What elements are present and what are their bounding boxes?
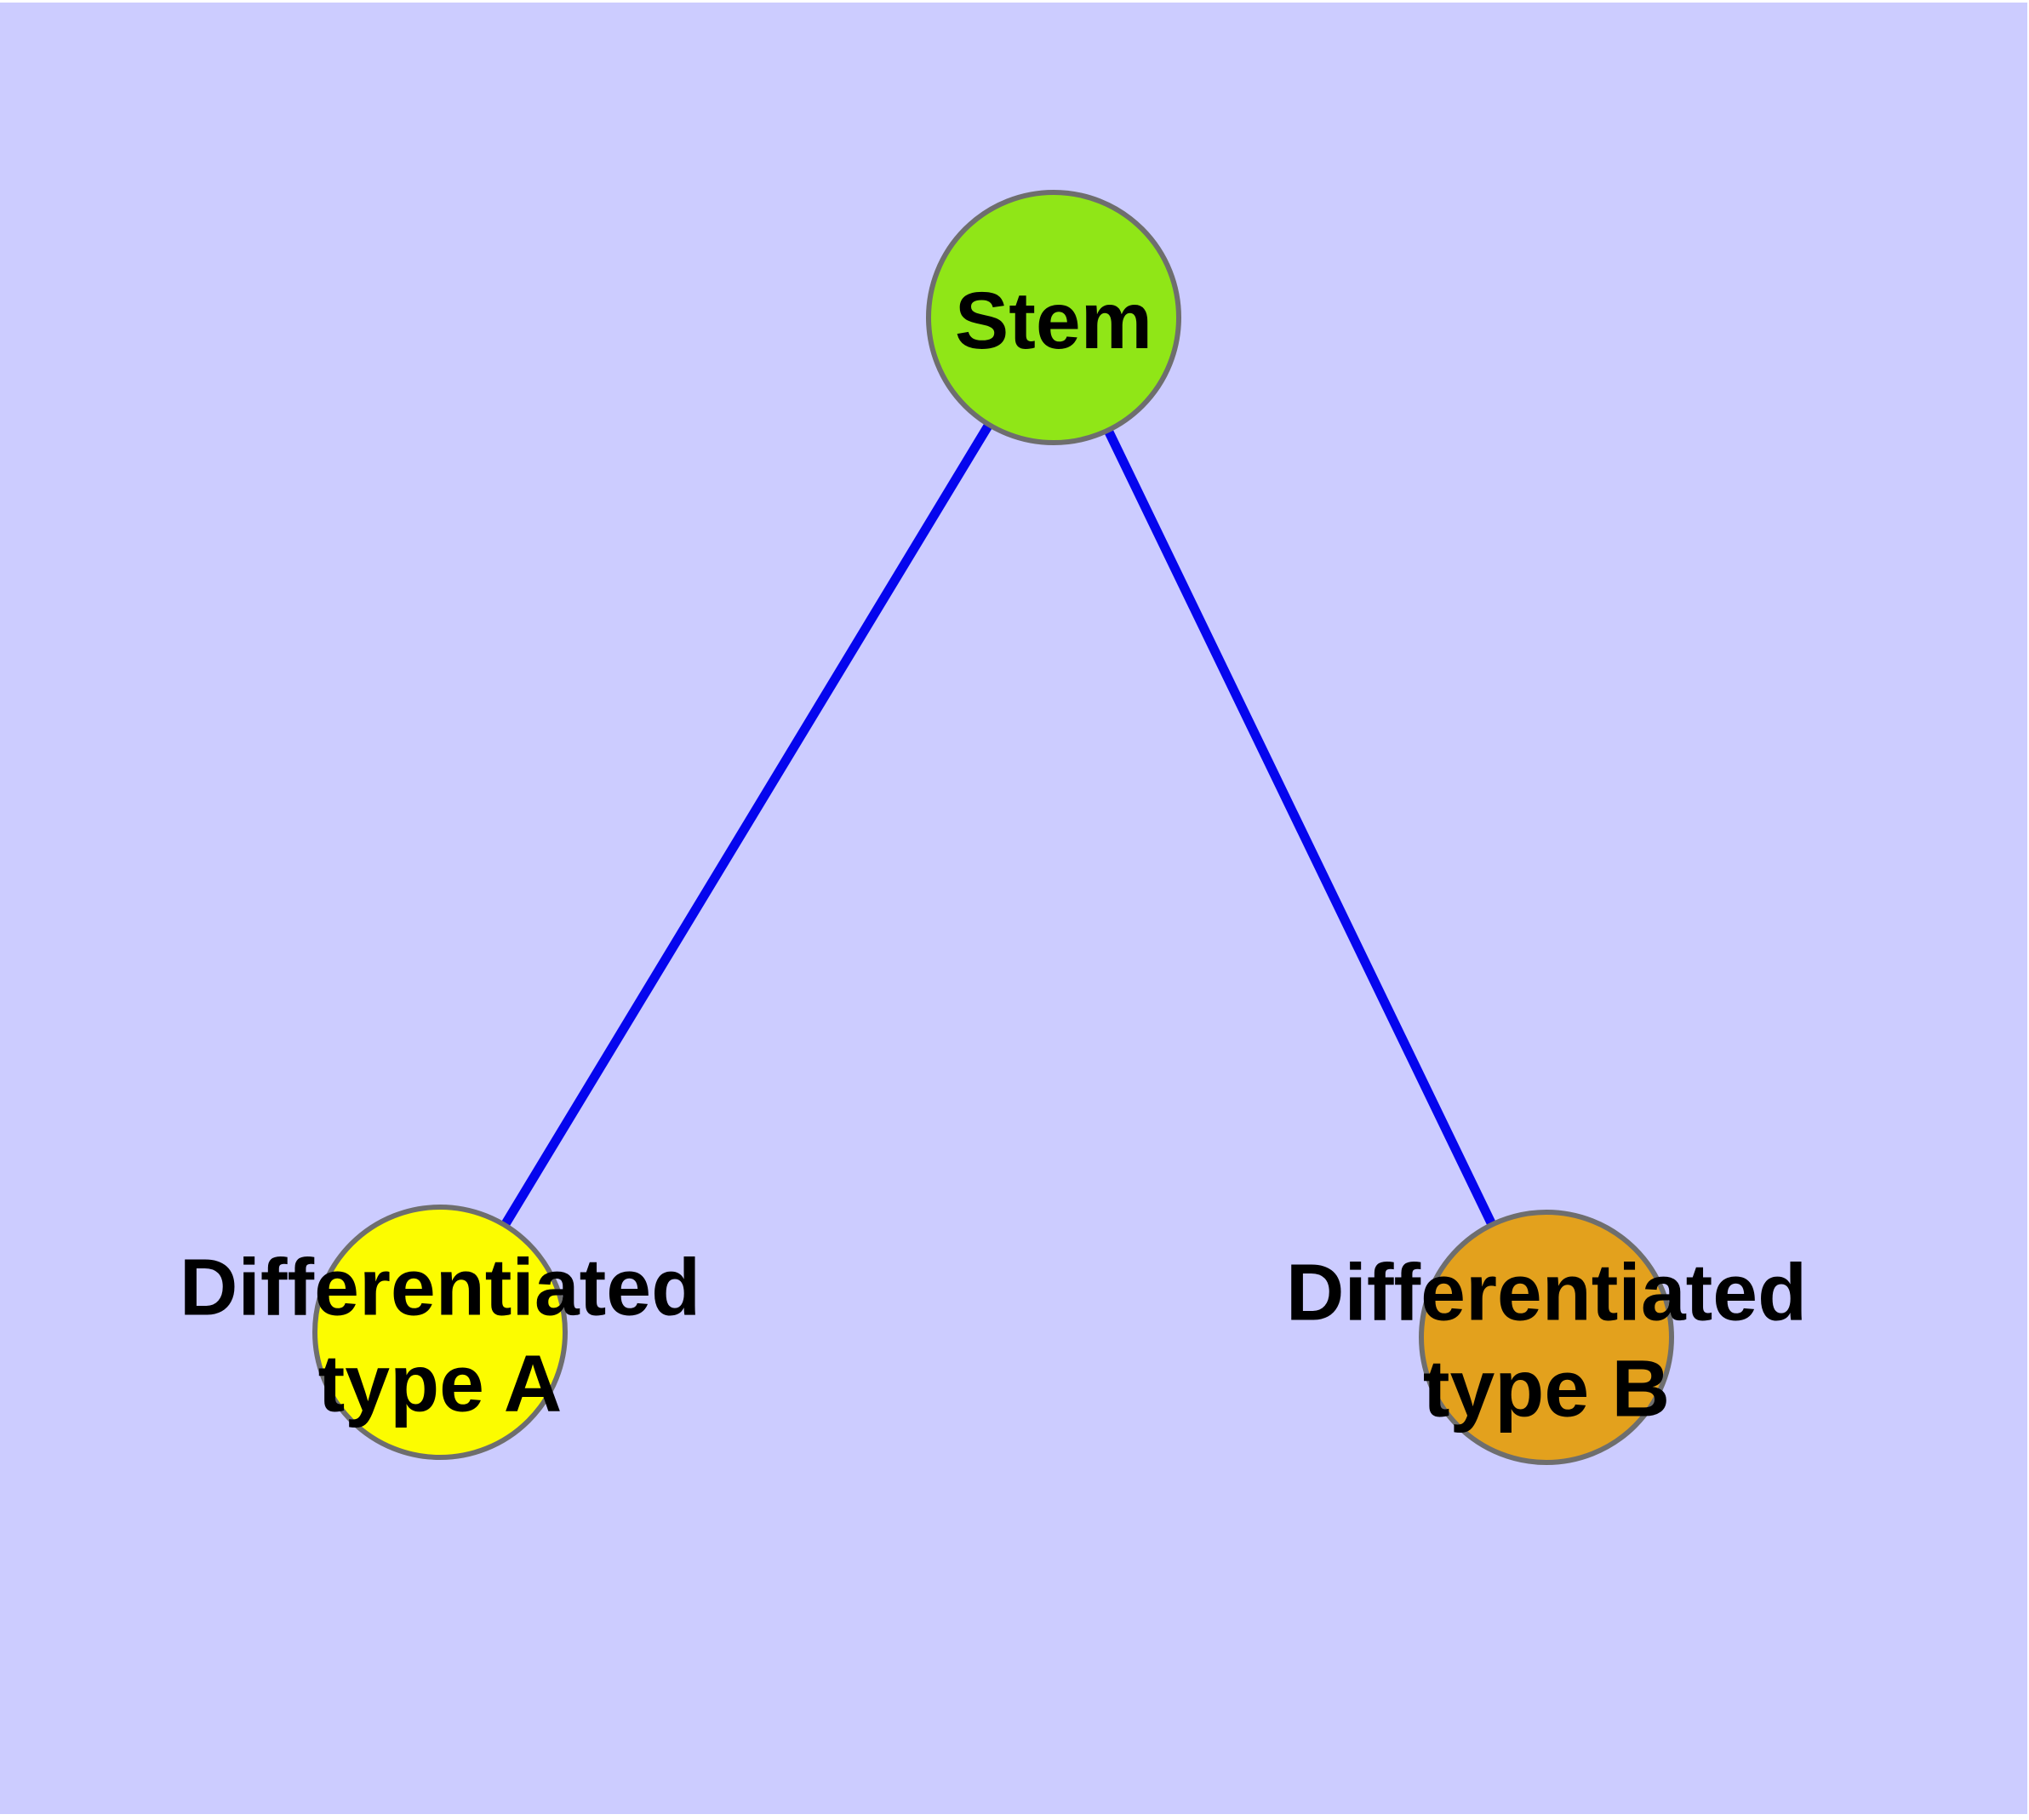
edge-stem-differentiated-type-b	[1049, 315, 1551, 1340]
label-line: Stem	[955, 276, 1152, 366]
node-label-stem: Stem	[955, 276, 1152, 366]
node-differentiated-type-a	[312, 1205, 568, 1460]
label-line: Differentiated	[1286, 1248, 1807, 1338]
label-line: type A	[318, 1339, 563, 1429]
nodes-layer	[312, 190, 1674, 1465]
label-line: type B	[1423, 1344, 1670, 1434]
edge-stem-differentiated-type-a	[436, 315, 1058, 1335]
edges-layer	[436, 315, 1551, 1340]
node-stem	[926, 190, 1181, 445]
node-differentiated-type-b	[1419, 1210, 1674, 1465]
label-line: Differentiated	[180, 1243, 700, 1333]
